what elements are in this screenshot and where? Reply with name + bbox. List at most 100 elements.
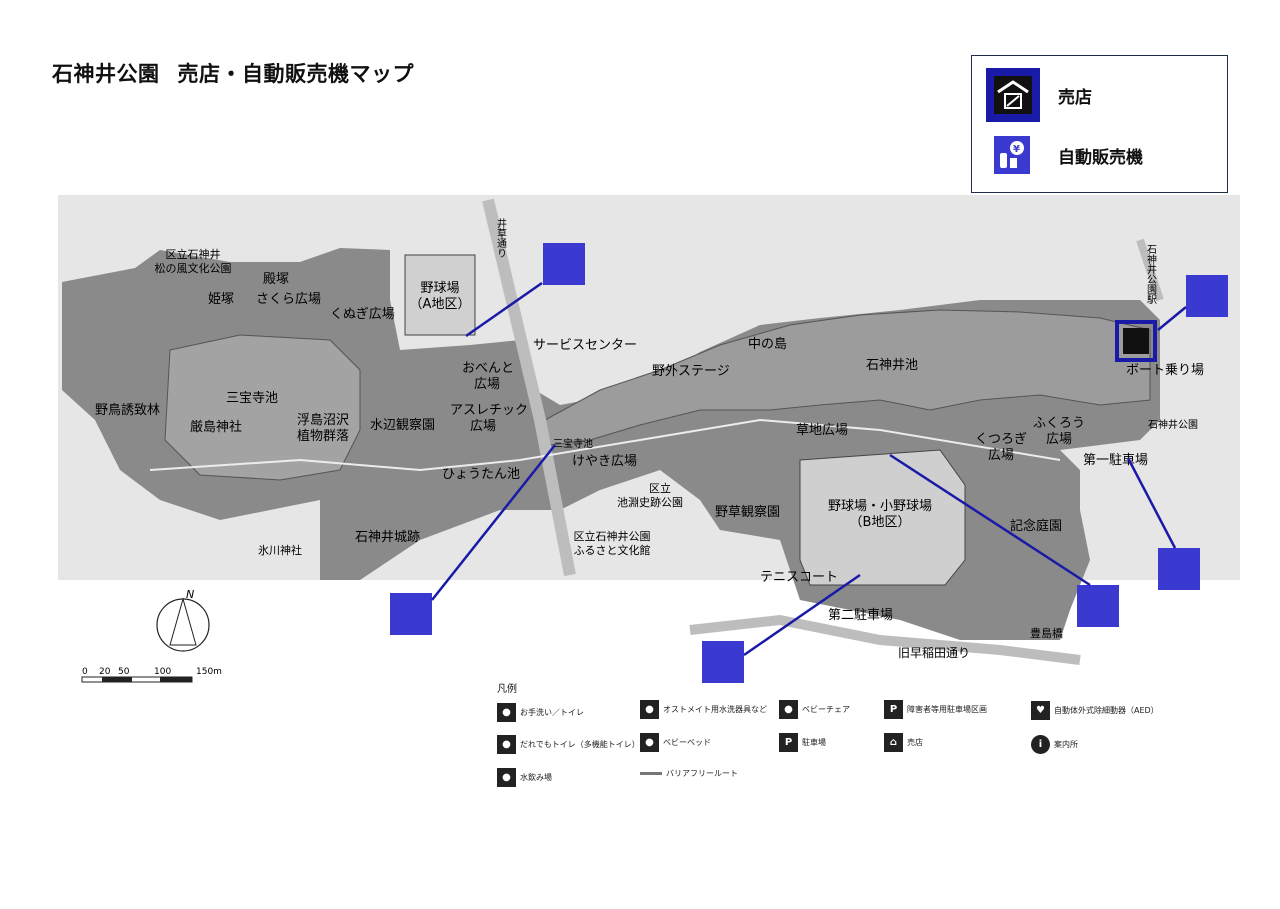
page-title: 石神井公園売店・自動販売機マップ: [52, 58, 414, 88]
label-service-center: サービスセンター: [533, 338, 637, 353]
map-key-box: 売店 ¥ 自動販売機: [971, 55, 1228, 193]
label-himezuka: 姫塚: [208, 292, 234, 307]
shop-icon: [1123, 328, 1149, 354]
map-subtitle: 売店・自動販売機マップ: [177, 62, 414, 86]
svg-text:0: 0: [82, 667, 88, 677]
label-parking2: 第二駐車場: [828, 608, 893, 623]
legend-item-shop: ⌂売店: [884, 733, 923, 752]
label-tennis: テニスコート: [760, 570, 838, 585]
svg-text:¥: ¥: [1013, 144, 1020, 155]
legend-item-baby-chair: ●ベビーチェア: [779, 700, 850, 719]
legend-item-multipurpose: ●だれでもトイレ（多機能トイレ）: [497, 735, 640, 754]
label-shakujii-pine: 区立石神井松の風文化公園: [155, 247, 232, 275]
label-nakanoshima: 中の島: [748, 337, 787, 352]
label-sanpoji-pond: 三宝寺池: [226, 391, 278, 406]
label-shakujii-castle: 石神井城跡: [355, 529, 420, 545]
shop-marker-boat[interactable]: [1115, 320, 1157, 362]
station-road: [1136, 238, 1164, 302]
svg-text:20: 20: [99, 667, 111, 677]
key-vending-row: ¥ 自動販売機: [994, 136, 1143, 174]
multipurpose-toilet-icon: ●: [497, 735, 516, 754]
label-parking1: 第一駐車場: [1083, 453, 1148, 468]
label-boat: ボート乗り場: [1126, 363, 1204, 378]
north-compass: N: [156, 588, 210, 652]
legend-item-aed: ♥自動体外式除細動器（AED）: [1031, 701, 1159, 720]
label-kusachi: 草地広場: [796, 423, 848, 438]
vending-marker-tennis[interactable]: [702, 573, 861, 683]
vending-marker-kusachi[interactable]: [889, 453, 1119, 627]
label-kunugi-hiroba: くぬぎ広場: [330, 307, 395, 322]
legend-item-restroom: ●お手洗い／トイレ: [497, 703, 584, 722]
aed-icon: ♥: [1031, 701, 1050, 720]
park-name: 石神井公園: [52, 62, 160, 86]
shakujii-pond: [544, 309, 1151, 446]
label-furusato: 区立石神井公園ふるさと文化館: [574, 529, 651, 557]
label-keyaki: けやき広場: [572, 454, 637, 469]
key-vending-label: 自動販売機: [1058, 147, 1143, 168]
ostomate-icon: ●: [640, 700, 659, 719]
info-icon: i: [1031, 735, 1050, 754]
label-hyoutan: ひょうたん池: [442, 467, 520, 482]
shop-icon: ⌂: [884, 733, 903, 752]
key-shop-row: 売店: [986, 68, 1092, 122]
svg-text:150m: 150m: [196, 667, 222, 677]
legend-item-baby-bed: ●ベビーベッド: [640, 733, 711, 752]
label-fukurou: ふくろう広場: [1033, 416, 1085, 447]
label-nojima-forest: 野鳥誘致林: [95, 403, 160, 418]
label-toyoshima: 豊島橋: [1030, 626, 1063, 640]
baby-bed-icon: ●: [640, 733, 659, 752]
restroom-icon: ●: [497, 703, 516, 722]
scale-bar: 0 20 50 100 150m: [81, 667, 222, 683]
label-ikebuchi: 区立池淵史跡公園: [617, 481, 683, 509]
label-yagai-stage: 野外ステージ: [652, 364, 730, 379]
vending-marker-a[interactable]: [465, 243, 585, 338]
label-mizube: 水辺観察園: [370, 418, 435, 433]
accessible-parking-icon: P: [884, 700, 903, 719]
drinking-fountain-icon: ●: [497, 768, 516, 787]
label-tonozuka: 殿塚: [263, 272, 289, 287]
label-sakura-hiroba: さくら広場: [256, 292, 321, 307]
label-ikusa-dori: 井草通り: [495, 217, 507, 258]
baseball-field-b: [799, 449, 966, 586]
label-baseball-a: 野球場（A地区）: [410, 281, 471, 312]
legend-item-ostomate: ●オストメイト用水洗器具など: [640, 700, 767, 719]
label-baseball-b: 野球場・小野球場（B地区）: [828, 499, 932, 530]
label-kinen: 記念庭園: [1010, 518, 1062, 534]
barrier-free-route-line: [640, 772, 662, 775]
shop-icon: [986, 68, 1040, 122]
legend-item-barrier-free: バリアフリールート: [640, 768, 738, 779]
vending-machine-icon: ¥: [994, 136, 1030, 174]
label-athletic: アスレチック広場: [450, 403, 528, 434]
label-sanpoji-2: 三宝寺池: [553, 437, 593, 450]
barrier-free-route: [149, 418, 1061, 472]
svg-text:N: N: [186, 588, 194, 601]
baby-chair-icon: ●: [779, 700, 798, 719]
label-kutsurogi: くつろぎ広場: [975, 432, 1027, 463]
sanpoji-pond: [164, 334, 361, 481]
label-itsukushima: 厳島神社: [190, 419, 242, 435]
label-kyu-waseda: 旧早稲田通り: [898, 646, 970, 660]
label-shakujii-koen: 石神井公園: [1148, 418, 1198, 431]
vending-marker-hyoutan[interactable]: [390, 444, 556, 635]
legend-title: 凡例: [497, 684, 517, 695]
vending-marker-station[interactable]: [1157, 275, 1228, 331]
svg-text:50: 50: [118, 667, 130, 677]
label-obento: おべんと広場: [462, 361, 514, 392]
legend-item-drinking: ●水飲み場: [497, 768, 552, 787]
key-shop-label: 売店: [1058, 87, 1092, 108]
vending-marker-parking1[interactable]: [1126, 457, 1200, 590]
label-yasou: 野草観察園: [715, 505, 780, 520]
ikusa-road: [482, 198, 576, 577]
label-hikawa: 氷川神社: [258, 543, 302, 557]
label-ukishima: 浮島沼沢植物群落: [297, 413, 349, 444]
label-station: 石神井公園駅: [1145, 244, 1157, 305]
kyu-waseda-road: [689, 614, 1081, 665]
label-shakujii-pond: 石神井池: [866, 358, 918, 373]
baseball-field-a: [404, 254, 476, 336]
parking-icon: P: [779, 733, 798, 752]
svg-text:100: 100: [154, 667, 171, 677]
